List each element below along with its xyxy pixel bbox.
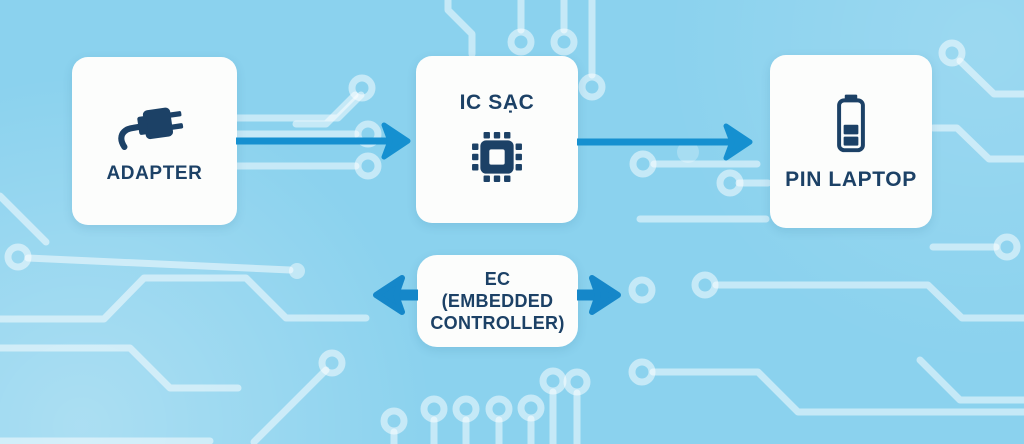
node-embedded-controller: EC (EMBEDDED CONTROLLER): [417, 255, 578, 347]
node-charging-ic-label: IC SẠC: [459, 90, 535, 114]
power-plug-icon: [117, 107, 183, 150]
battery-icon: [837, 94, 865, 153]
ec-label-line2: (EMBEDDED: [441, 291, 554, 311]
node-embedded-controller-label: EC (EMBEDDED CONTROLLER): [430, 268, 564, 334]
chip-icon: [472, 131, 522, 182]
node-charging-ic: IC SẠC: [416, 56, 578, 223]
ec-label-line1: EC: [484, 269, 511, 289]
node-laptop-battery-label: PIN LAPTOP: [785, 168, 917, 191]
ec-label-line3: CONTROLLER): [430, 313, 565, 333]
node-laptop-battery: PIN LAPTOP: [770, 55, 932, 228]
node-adapter: ADAPTER: [72, 57, 237, 225]
node-adapter-label: ADAPTER: [106, 162, 203, 184]
